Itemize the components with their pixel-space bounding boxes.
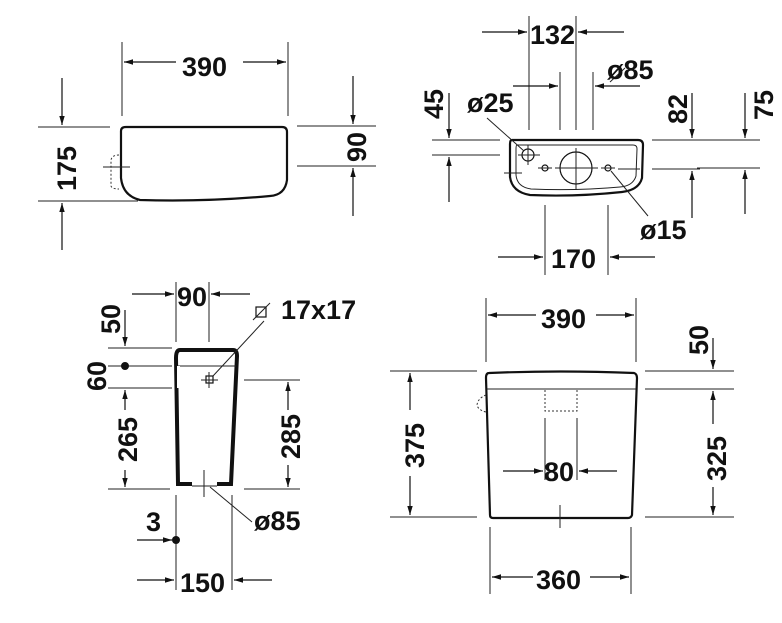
dim-top-width: 390 bbox=[182, 52, 227, 82]
dimension-point bbox=[121, 362, 129, 370]
dim-side-60: 60 bbox=[82, 361, 112, 391]
dim-square-hole: 17x17 bbox=[281, 295, 356, 325]
dim-side-bottom-width: 150 bbox=[180, 568, 225, 598]
side-view: 90 17x17 50 60 265 285 bbox=[82, 282, 356, 598]
flush-button-hidden-front bbox=[544, 390, 578, 412]
dim-front-lid-height: 50 bbox=[684, 325, 714, 355]
dim-offset-left: 45 bbox=[419, 89, 449, 119]
dim-front-body-height: 325 bbox=[702, 436, 732, 481]
dim-side-height-right: 285 bbox=[276, 414, 306, 459]
dim-hole-spacing-top: 132 bbox=[530, 20, 575, 50]
top-view: 390 175 90 bbox=[38, 42, 376, 250]
dim-fixing-hole-diameter: ø15 bbox=[640, 215, 687, 245]
dim-side-top-width: 90 bbox=[177, 282, 207, 312]
dim-inlet-diameter: ø25 bbox=[467, 88, 514, 118]
side-button-hidden bbox=[476, 394, 487, 413]
dim-front-top-width: 390 bbox=[541, 304, 586, 334]
cistern-top-outline bbox=[119, 125, 289, 202]
front-view: 390 80 375 50 325 360 bbox=[390, 298, 734, 595]
dim-front-button-width: 80 bbox=[544, 457, 574, 487]
dim-fixing-hole-spacing: 170 bbox=[551, 244, 596, 274]
dim-side-gap: 3 bbox=[146, 507, 161, 537]
dim-front-total-height: 375 bbox=[400, 423, 430, 468]
dim-side-height-left: 265 bbox=[113, 417, 143, 462]
dim-top-depth-right: 90 bbox=[342, 132, 372, 162]
dim-outlet-diameter: ø85 bbox=[607, 55, 654, 85]
square-symbol-icon bbox=[255, 306, 267, 318]
dim-offset-right-2: 75 bbox=[749, 90, 779, 120]
dim-side-outlet-diameter: ø85 bbox=[254, 506, 301, 536]
dim-top-depth: 175 bbox=[52, 146, 82, 191]
bottom-view: 132 ø85 ø25 ø15 bbox=[419, 16, 779, 275]
dim-side-lid-offset: 50 bbox=[96, 304, 126, 334]
dim-front-bottom-width: 360 bbox=[536, 565, 581, 595]
flush-button-hidden bbox=[110, 154, 120, 190]
cistern-side-outline bbox=[173, 348, 240, 486]
dim-offset-right-1: 82 bbox=[663, 94, 693, 124]
cistern-front-outline bbox=[484, 370, 639, 520]
